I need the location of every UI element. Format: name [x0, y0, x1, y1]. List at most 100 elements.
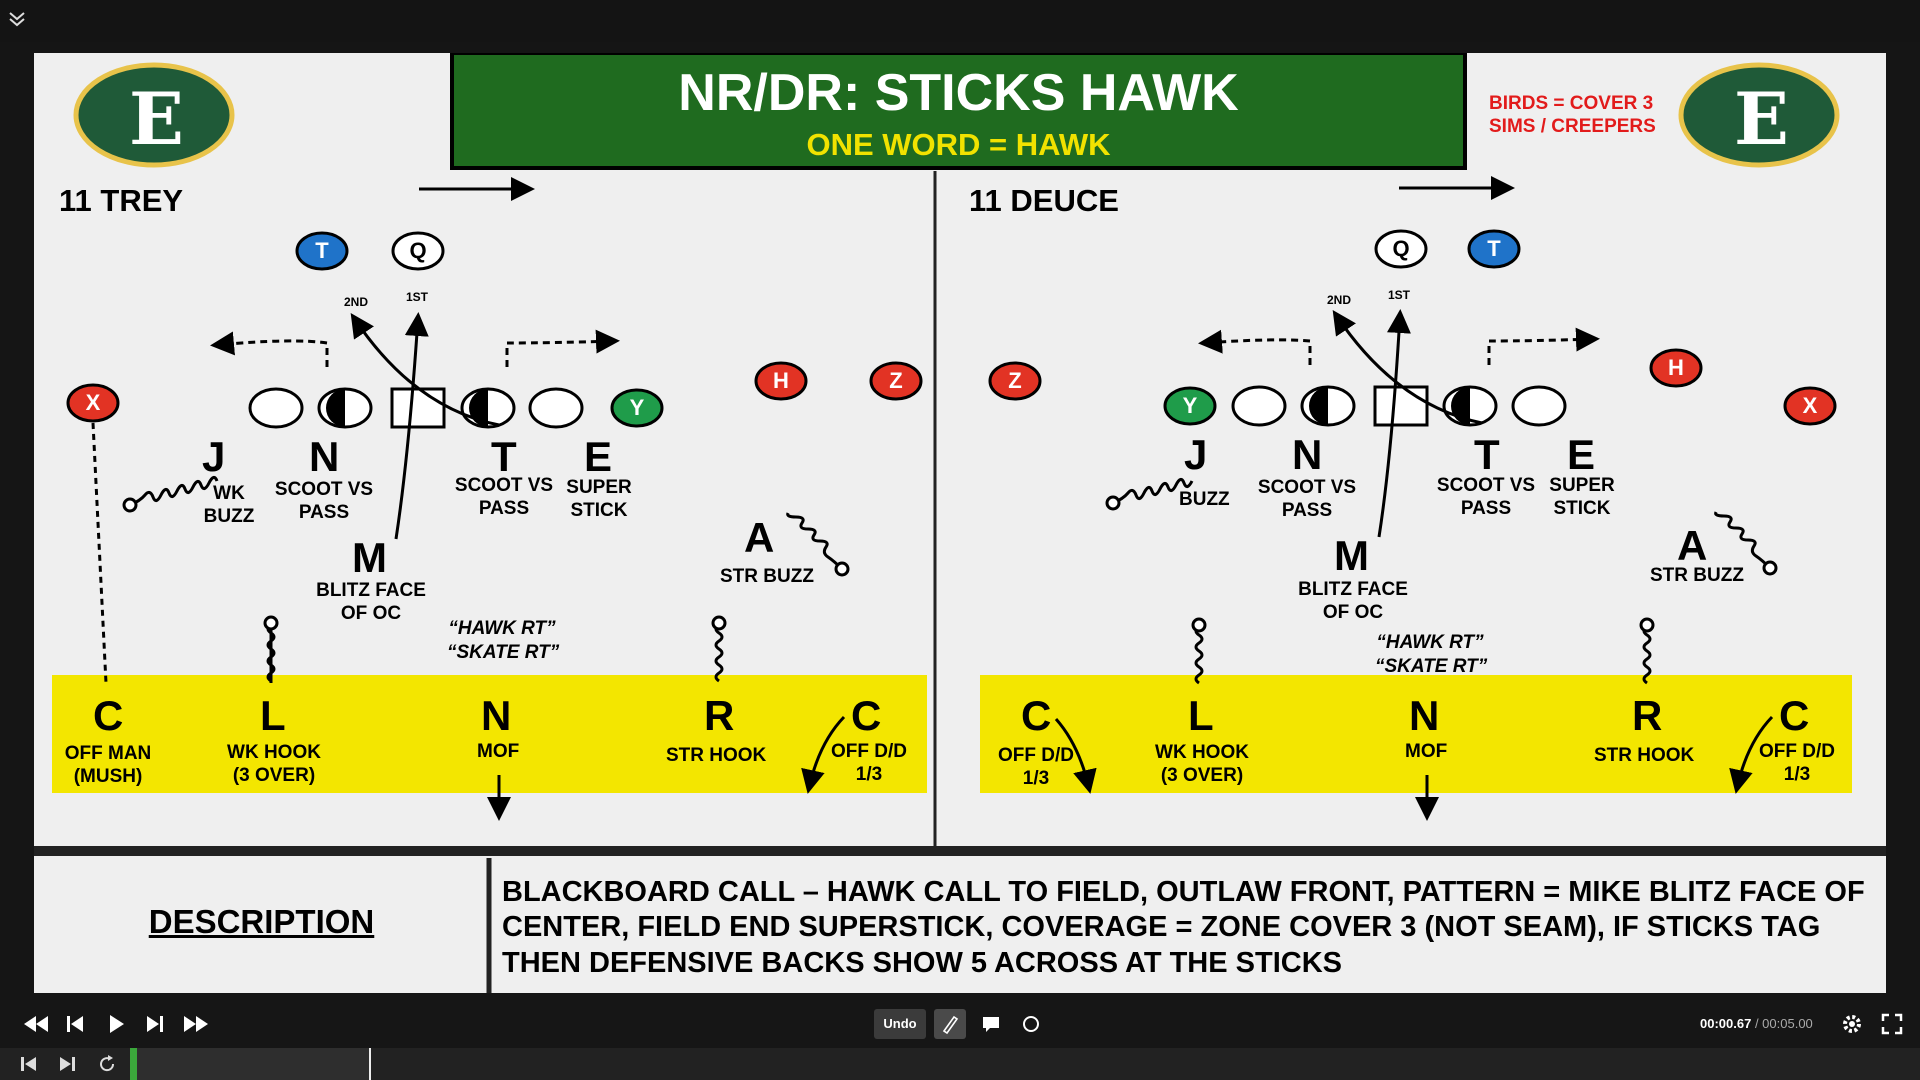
left-c1: C — [93, 692, 124, 739]
undo-button[interactable]: Undo — [874, 1009, 926, 1039]
right-c2-desc: OFF D/D 1/3 — [1759, 741, 1835, 785]
right-j: J — [1184, 431, 1208, 478]
left-offense-h: H — [773, 368, 789, 393]
right-routes — [1054, 309, 1774, 821]
formation-left: 11 TREY — [59, 183, 184, 218]
left-c1-desc: OFF MAN (MUSH) — [64, 743, 152, 787]
left-offense-z: Z — [889, 368, 903, 393]
timeline — [0, 1048, 1920, 1080]
left-e: E — [584, 433, 613, 480]
skip-start-icon[interactable] — [18, 1052, 40, 1076]
fast-forward-icon[interactable] — [182, 1012, 210, 1036]
zone-right — [980, 675, 1852, 793]
circle-icon[interactable] — [1020, 1012, 1042, 1036]
timeline-progress — [130, 1048, 137, 1080]
left-route-1st: 1ST — [406, 290, 429, 304]
right-r: R — [1632, 692, 1663, 739]
left-offense-y: Y — [629, 395, 645, 420]
step-back-icon[interactable] — [64, 1012, 86, 1036]
note-line-1: BIRDS = COVER 3 — [1489, 93, 1654, 114]
pen-icon — [942, 1015, 959, 1035]
time-display: 00:00.67 / 00:05.00 — [1700, 1016, 1813, 1031]
right-offense-q: Q — [1392, 236, 1410, 261]
gear-icon[interactable] — [1840, 1012, 1864, 1036]
fullscreen-icon[interactable] — [1880, 1012, 1904, 1036]
left-r: R — [704, 692, 735, 739]
logo-letter-right: E — [1734, 76, 1789, 161]
left-j-desc: WK BUZZ — [203, 483, 255, 527]
time-current: 00:00.67 — [1700, 1016, 1752, 1031]
right-route-1st: 1ST — [1388, 288, 1411, 302]
left-a: A — [744, 514, 775, 561]
right-n2: N — [1409, 692, 1440, 739]
left-r-desc: STR HOOK — [666, 745, 767, 766]
right-n2-desc: MOF — [1405, 741, 1448, 762]
left-n-desc: SCOOT VS PASS — [274, 479, 374, 523]
right-c2: C — [1779, 692, 1810, 739]
playbook-slide: E E NR/DR: STICKS HAWK ONE WORD = HAWK B… — [34, 53, 1886, 993]
right-m: M — [1334, 532, 1369, 579]
right-line — [1231, 385, 1567, 427]
left-line — [248, 387, 584, 429]
right-call-2: “SKATE RT” — [1375, 656, 1488, 677]
left-m: M — [352, 534, 387, 581]
left-l: L — [260, 692, 286, 739]
left-a-desc: STR BUZZ — [720, 566, 814, 587]
comment-icon[interactable] — [980, 1012, 1002, 1036]
right-offense — [988, 229, 1837, 426]
right-a: A — [1677, 522, 1708, 569]
right-offense-t: T — [1487, 236, 1501, 261]
right-a-desc: STR BUZZ — [1650, 565, 1744, 586]
logo-right — [1678, 62, 1840, 168]
loop-icon[interactable] — [96, 1052, 118, 1076]
playhead[interactable] — [369, 1048, 371, 1080]
play-diagram — [34, 53, 1886, 993]
playback-controls: Undo 00:00.67 / 00:05.00 — [0, 1000, 1920, 1048]
right-offense-z: Z — [1008, 368, 1022, 393]
left-e-desc: SUPER STICK — [566, 477, 632, 521]
top-bar — [0, 0, 1920, 42]
step-forward-icon[interactable] — [144, 1012, 166, 1036]
time-total: 00:05.00 — [1762, 1016, 1813, 1031]
right-call-1: “HAWK RT” — [1376, 632, 1484, 653]
time-separator: / — [1751, 1016, 1763, 1031]
right-n: N — [1292, 431, 1323, 478]
pen-button[interactable] — [934, 1009, 966, 1039]
zone-left — [52, 675, 927, 793]
left-offense-q: Q — [409, 238, 427, 263]
right-offense-h: H — [1668, 355, 1684, 380]
title-box — [450, 53, 1467, 170]
left-offense-x: X — [85, 390, 101, 415]
left-n: N — [309, 433, 340, 480]
left-c2-desc: OFF D/D 1/3 — [831, 741, 907, 785]
left-m-desc: BLITZ FACE OF OC — [316, 580, 426, 624]
left-t: T — [491, 433, 517, 480]
right-l-desc: WK HOOK (3 OVER) — [1155, 742, 1249, 786]
left-routes — [91, 312, 846, 821]
right-n-desc: SCOOT VS PASS — [1257, 477, 1357, 521]
right-route-2nd: 2ND — [1327, 293, 1352, 307]
right-t: T — [1474, 431, 1500, 478]
slide-title: NR/DR: STICKS HAWK — [678, 64, 1239, 122]
skip-end-icon[interactable] — [56, 1052, 78, 1076]
left-call-1: “HAWK RT” — [448, 618, 556, 639]
play-icon[interactable] — [105, 1012, 127, 1036]
right-m-desc: BLITZ FACE OF OC — [1298, 579, 1408, 623]
timeline-track[interactable] — [130, 1048, 370, 1080]
right-offense-x: X — [1802, 393, 1818, 418]
slide-subtitle: ONE WORD = HAWK — [806, 127, 1111, 162]
rewind-icon[interactable] — [22, 1012, 50, 1036]
left-offense-t: T — [315, 238, 329, 263]
right-e-desc: SUPER STICK — [1549, 475, 1615, 519]
left-j: J — [202, 433, 226, 480]
note-line-2: SIMS / CREEPERS — [1489, 116, 1656, 137]
left-call-2: “SKATE RT” — [447, 642, 560, 663]
right-r-desc: STR HOOK — [1594, 745, 1695, 766]
description-label: DESCRIPTION — [148, 903, 375, 940]
formation-right: 11 DEUCE — [969, 183, 1119, 218]
right-c1: C — [1021, 692, 1052, 739]
collapse-icon[interactable] — [6, 8, 28, 30]
right-j-desc: BUZZ — [1179, 489, 1230, 510]
left-route-2nd: 2ND — [344, 295, 369, 309]
right-c1-desc: OFF D/D 1/3 — [998, 745, 1074, 789]
